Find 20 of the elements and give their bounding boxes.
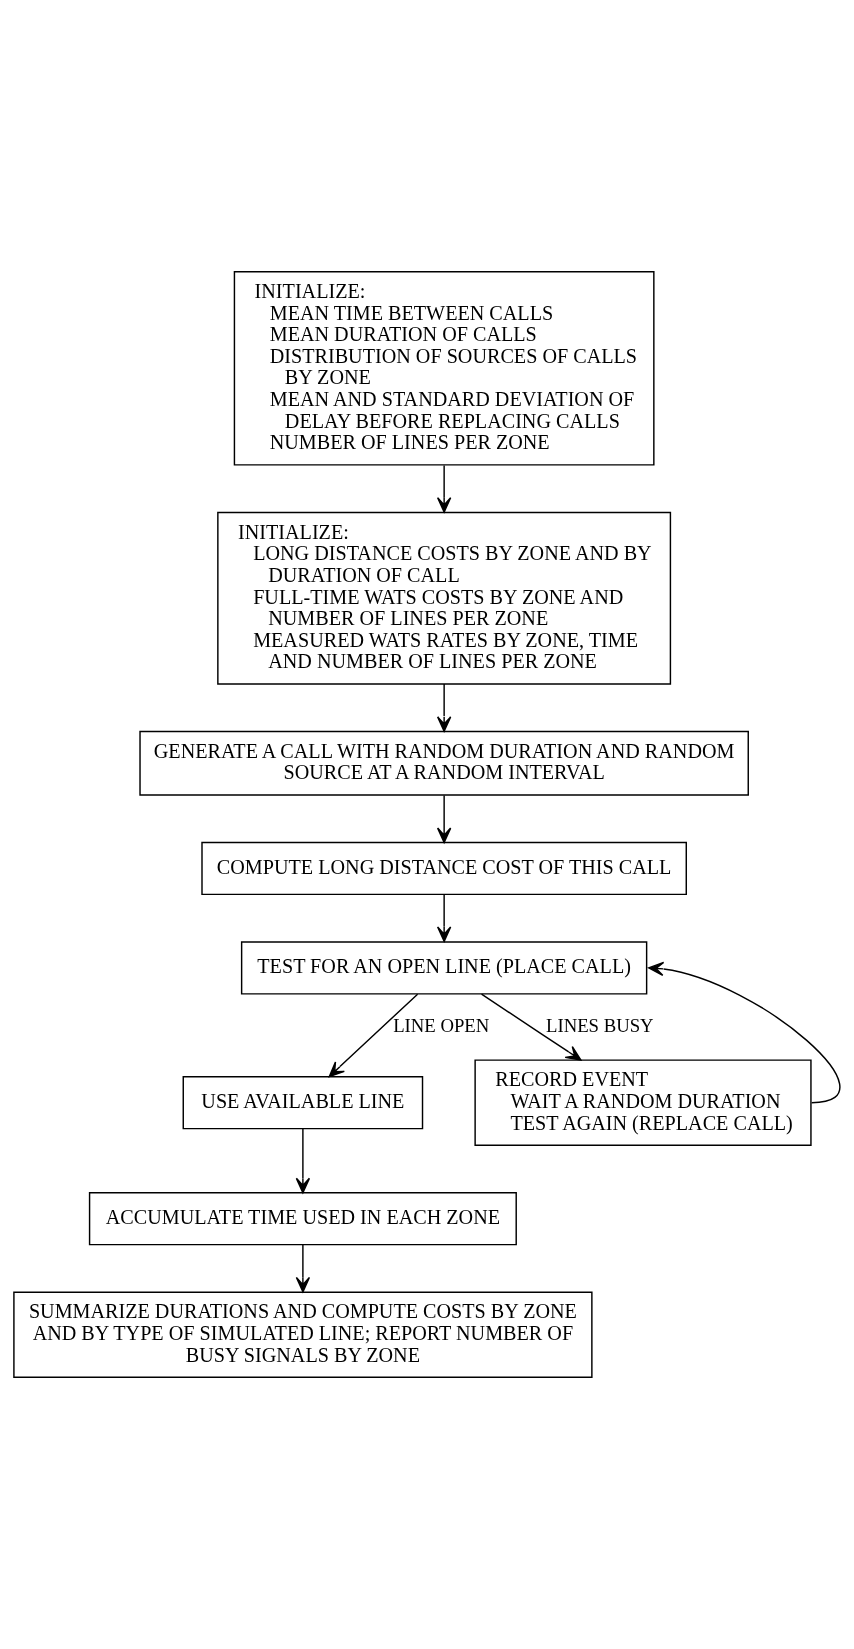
arrow: [436, 794, 452, 844]
arrow: [648, 961, 841, 1104]
node-box: COMPUTE LONG DISTANCE COST OF THIS CALL: [201, 841, 687, 896]
arrow: [295, 1243, 311, 1293]
node-box: GENERATE A CALL WITH RANDOM DURATION AND RANDOM SOURCE AT A RANDOM INTERVAL: [139, 730, 749, 796]
edge-label: LINES BUSY: [545, 1014, 654, 1036]
node-box: USE AVAILABLE LINE: [182, 1076, 424, 1130]
node-box: INITIALIZE: MEAN TIME BETWEEN CALLS MEAN DURATION OF CALLS DISTRIBUTION OF SOURCES OF CALLS BY ZONE MEAN AND STANDARD DEVIATION OF DELAY BEFORE REPLACING CALLS NUMBER OF LINES PER ZONE: [233, 271, 655, 466]
node-box: ACCUMULATE TIME USED IN EACH ZONE: [88, 1192, 517, 1246]
node-box: INITIALIZE: LONG DISTANCE COSTS BY ZONE AND BY DURATION OF CALL FULL-TIME WATS COSTS BY ZONE AND NUMBER OF LINES PER ZONE MEASURED WATS RATES BY ZONE, TIME AND NUMBER OF LINES PER ZONE: [217, 511, 672, 685]
node-box: RECORD EVENT WAIT A RANDOM DURATION TEST AGAIN (REPLACE CALL): [474, 1059, 812, 1146]
arrow: [295, 1127, 311, 1194]
arrow: [436, 894, 452, 943]
node-box: TEST FOR AN OPEN LINE (PLACE CALL): [240, 941, 648, 995]
arrow: [328, 993, 419, 1078]
node-box: SUMMARIZE DURATIONS AND COMPUTE COSTS BY ZONE AND BY TYPE OF SIMULATED LINE; REPORT NUMBER OF BUSY SIGNALS BY ZONE: [13, 1291, 593, 1378]
arrow: [436, 464, 452, 513]
edge-label: LINE OPEN: [393, 1014, 490, 1036]
arrow: [436, 683, 452, 733]
arrow: [480, 993, 582, 1061]
